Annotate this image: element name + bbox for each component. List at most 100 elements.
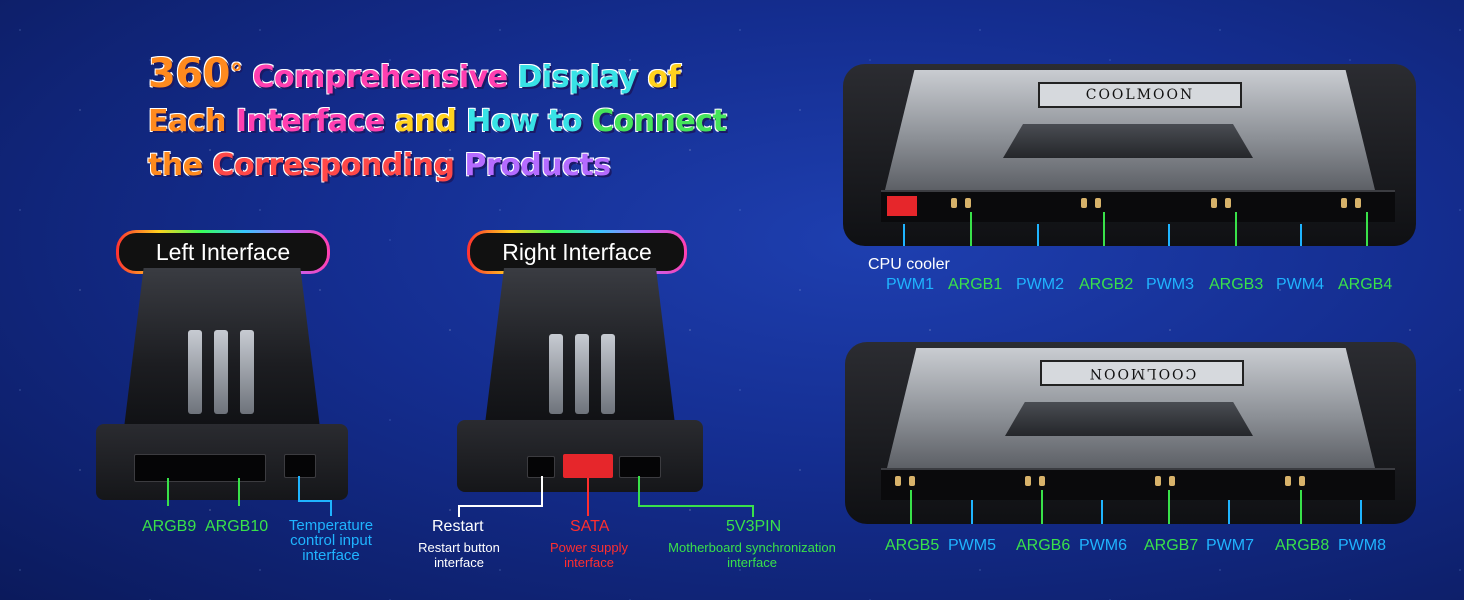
cpu-cooler-port — [887, 196, 917, 216]
temp-leader-line — [298, 476, 300, 500]
pwm3-label: PWM3 — [1146, 276, 1194, 293]
pwm5-label: PWM5 — [948, 537, 996, 554]
pwm8-leader-line — [1360, 500, 1362, 524]
title-word: Products — [464, 148, 611, 183]
connector-pin — [909, 476, 915, 486]
title-word: Corresponding — [212, 148, 455, 183]
title-word: How — [466, 104, 539, 139]
argb2-leader-line — [1103, 212, 1105, 246]
restart-leader-line — [458, 505, 460, 517]
argb9-leader-line — [167, 478, 169, 506]
right-interface-heading: Right Interface — [467, 230, 687, 274]
restart-leader-line — [458, 505, 543, 507]
pwm6-leader-line — [1101, 500, 1103, 524]
argb5-leader-line — [910, 490, 912, 524]
left-device-temp-port — [284, 454, 316, 478]
right-device-image — [457, 268, 703, 492]
connector-pin — [1285, 476, 1291, 486]
restart-port — [527, 456, 555, 478]
argb7-leader-line — [1168, 490, 1170, 524]
pwm4-leader-line — [1300, 224, 1302, 246]
left-device-image — [96, 268, 348, 500]
sync-label: 5V3PIN — [726, 518, 782, 535]
title-degree-symbol: ° — [230, 59, 243, 89]
pwm2-leader-line — [1037, 224, 1039, 246]
title-word: Display — [517, 60, 639, 95]
restart-leader-line — [541, 476, 543, 506]
argb8-label: ARGB8 — [1275, 537, 1330, 554]
argb8-leader-line — [1300, 490, 1302, 524]
connector-pin — [895, 476, 901, 486]
sync-leader-line — [638, 505, 754, 507]
left-device-ridge — [240, 330, 254, 414]
connector-pin — [1225, 198, 1231, 208]
temp-leader-line — [330, 500, 332, 516]
restart-label: Restart — [432, 518, 484, 535]
bottom-hub-logo: COOLMOON — [1040, 360, 1244, 386]
left-device-ridge — [214, 330, 228, 414]
argb5-label: ARGB5 — [885, 537, 940, 554]
connector-pin — [1341, 198, 1347, 208]
connector-pin — [1155, 476, 1161, 486]
connector-pin — [1025, 476, 1031, 486]
connector-pin — [965, 198, 971, 208]
connector-pin — [951, 198, 957, 208]
argb7-label: ARGB7 — [1144, 537, 1199, 554]
connector-pin — [1355, 198, 1361, 208]
argb1-label: ARGB1 — [948, 276, 1003, 293]
pwm7-label: PWM7 — [1206, 537, 1254, 554]
argb1-leader-line — [970, 212, 972, 246]
pwm1-label: PWM1 — [886, 276, 934, 293]
sata-description: Power supply interface — [549, 540, 629, 570]
pwm8-label: PWM8 — [1338, 537, 1386, 554]
pwm2-label: PWM2 — [1016, 276, 1064, 293]
connector-pin — [1299, 476, 1305, 486]
argb6-leader-line — [1041, 490, 1043, 524]
temperature-label: Temperature control input interface — [288, 517, 374, 564]
argb3-label: ARGB3 — [1209, 276, 1264, 293]
left-interface-heading-text: Left Interface — [119, 233, 327, 271]
pwm6-label: PWM6 — [1079, 537, 1127, 554]
right-device-ridge — [549, 334, 563, 414]
title-word: Comprehensive — [252, 60, 508, 95]
page-title: 360° Comprehensive Display of Each Inter… — [148, 52, 728, 188]
sata-leader-line — [587, 478, 589, 516]
pwm7-leader-line — [1228, 500, 1230, 524]
connector-pin — [1081, 198, 1087, 208]
temp-leader-line — [298, 500, 332, 502]
pwm5-leader-line — [971, 500, 973, 524]
sync-leader-line — [638, 476, 640, 506]
sync-leader-line — [752, 505, 754, 517]
connector-pin — [1095, 198, 1101, 208]
title-word: Interface — [235, 104, 385, 139]
top-hub-port-strip — [881, 190, 1395, 222]
top-hub-recess — [1003, 124, 1253, 158]
title-word: and — [394, 104, 457, 139]
bottom-hub-device: COOLMOON — [845, 342, 1416, 524]
restart-description: Restart button interface — [418, 540, 500, 570]
argb9-label: ARGB9 — [142, 518, 197, 535]
argb10-leader-line — [238, 478, 240, 506]
right-device-ridge — [575, 334, 589, 414]
top-hub-logo: COOLMOON — [1038, 82, 1242, 108]
cpu-cooler-label: CPU cooler — [868, 256, 950, 273]
right-device-ridge — [601, 334, 615, 414]
sata-label: SATA — [570, 518, 610, 535]
pwm1-leader-line — [903, 224, 905, 246]
bottom-hub-recess — [1005, 402, 1253, 436]
left-device-port-slot — [134, 454, 266, 482]
title-word: the — [148, 148, 203, 183]
pwm4-label: PWM4 — [1276, 276, 1324, 293]
sata-port — [563, 454, 613, 478]
title-degree-number: 360 — [148, 51, 231, 97]
left-interface-heading: Left Interface — [116, 230, 330, 274]
title-word: of — [647, 60, 681, 95]
argb10-label: ARGB10 — [205, 518, 269, 535]
sync-description: Motherboard synchronization interface — [668, 540, 836, 570]
argb6-label: ARGB6 — [1016, 537, 1071, 554]
title-word: to — [548, 104, 583, 139]
connector-pin — [1211, 198, 1217, 208]
right-interface-heading-text: Right Interface — [470, 233, 684, 271]
connector-pin — [1039, 476, 1045, 486]
title-word: Connect — [592, 104, 727, 139]
